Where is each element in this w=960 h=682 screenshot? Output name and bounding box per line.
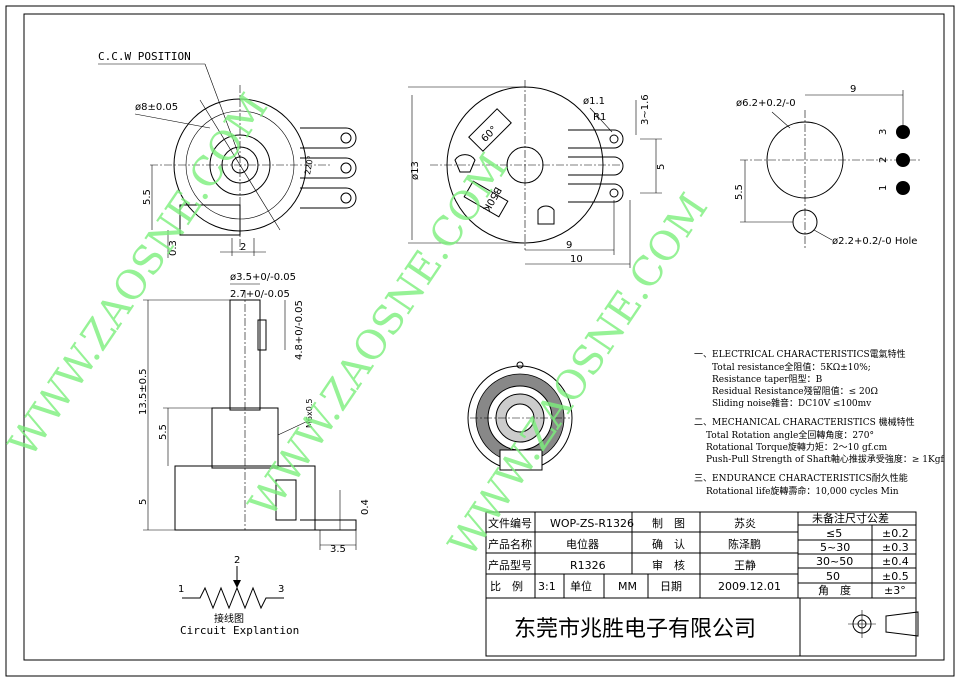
inner-frame — [23, 13, 945, 661]
endurance-title: 三、ENDURANCE CHARACTERISTICS耐久性能 — [694, 472, 908, 484]
pcb-pin-1: 1 — [878, 185, 889, 191]
dim-d2-2: ø2.2+0.2/-0 Hole — [832, 236, 917, 247]
dim-2-7: 2.7+0/-0.05 — [230, 289, 290, 300]
rear-terminals — [568, 129, 624, 203]
endurance-line-1: Rotational life旋轉壽命：10,000 cycles Min — [706, 485, 899, 497]
internal-view — [467, 361, 573, 471]
dim-d1-1: ø1.1 — [583, 96, 605, 107]
electrical-line-1: Total resistance全阻值：5KΩ±10%; — [712, 361, 871, 373]
dim-9b: 9 — [850, 84, 856, 95]
tb-date-value: 2009.12.01 — [718, 580, 781, 593]
tb-unit-value: MM — [618, 580, 637, 593]
tb-r3-c3: 审 核 — [652, 558, 685, 572]
tb-r2-c2: 电位器 — [566, 537, 599, 551]
company-name: 东莞市兆胜电子有限公司 — [514, 617, 756, 642]
dim-d13: ø13 — [410, 161, 421, 180]
tb-r2-c3: 确 认 — [652, 538, 685, 551]
electrical-title: 一、ELECTRICAL CHARACTERISTICS電氣特性 — [694, 348, 906, 360]
watermark-2: WWW.ZAOSNE.COM — [240, 146, 517, 526]
circuit-pin-1: 1 — [178, 584, 184, 595]
dim-0-3: 0.3 — [168, 240, 179, 256]
front-view: C.C.W POSITION 220° ø8±0.05 5.5 0.3 2 — [98, 50, 357, 258]
angle-220-label: 220° — [303, 155, 315, 176]
dim-d8: ø8±0.05 — [135, 102, 178, 113]
circuit-pin-3: 3 — [278, 584, 284, 595]
tol-r5-range: 角 度 — [818, 583, 851, 597]
tb-r1-c2: WOP-ZS-R1326 — [550, 517, 634, 530]
pcb-hole-2 — [896, 153, 910, 167]
pcb-pin-3: 3 — [878, 129, 889, 135]
dim-5-5c: 5.5 — [158, 424, 169, 440]
dim-13-5: 13.5±0.5 — [138, 368, 149, 415]
outer-frame — [5, 5, 955, 677]
side-view: ø3.5+0/-0.05 2.7+0/-0.05 4.8+0/-0.05 13.… — [138, 272, 371, 555]
tb-scale-value: 3:1 — [538, 580, 556, 593]
circuit-diagram: 1 2 3 接线图 Circuit Explantion — [178, 555, 299, 637]
dim-r1: R1 — [593, 112, 606, 123]
pcb-layout: 3 2 1 9 ø6.2+0.2/-0 5.5 ø2.2+0.2/-0 Hole — [734, 84, 920, 250]
pcb-pin-2: 2 — [878, 157, 889, 163]
dim-0-4: 0.4 — [360, 499, 371, 515]
tb-date-label: 日期 — [660, 580, 682, 593]
electrical-line-3: Residual Resistance殘留阻值：≤ 20Ω — [712, 385, 878, 397]
tb-r1-c4: 苏炎 — [734, 517, 756, 530]
dim-10: 10 — [570, 254, 583, 265]
electrical-line-4: Sliding noise雜音：DC10V ≤100mv — [712, 397, 872, 409]
dim-d6-2: ø6.2+0.2/-0 — [736, 98, 796, 109]
angle-60-label: 60° — [480, 124, 500, 144]
tb-unit-label: 单位 — [570, 579, 592, 593]
electrical-line-2: Resistance taper阻型：B — [712, 374, 823, 385]
specifications: 一、ELECTRICAL CHARACTERISTICS電氣特性 Total r… — [694, 348, 945, 497]
front-terminals — [300, 127, 357, 209]
dim-3-1-6: 3~1.6 — [640, 94, 651, 125]
dim-5b: 5 — [138, 499, 149, 505]
tb-r2-c4: 陈泽鹏 — [728, 537, 761, 551]
tb-r1-c3: 制 图 — [652, 517, 685, 530]
tol-r4-range: 50 — [826, 570, 840, 583]
mechanical-line-3: Push-Pull Strength of Shaft軸心推拔承受強度：≥ 1K… — [706, 453, 945, 465]
tol-r4-value: ±0.5 — [882, 570, 909, 583]
tb-r1-c1: 文件编号 — [488, 516, 532, 530]
dim-m6: M6x0.5 — [305, 399, 314, 428]
circuit-label-cn: 接线图 — [214, 612, 244, 625]
tol-r1-value: ±0.2 — [882, 527, 909, 540]
tb-r2-c1: 产品名称 — [488, 537, 532, 551]
tb-r3-c1: 产品型号 — [488, 558, 532, 572]
circuit-label-en: Circuit Explantion — [180, 624, 299, 637]
title-block: 文件编号 WOP-ZS-R1326 制 图 苏炎 产品名称 电位器 确 认 陈泽… — [485, 511, 801, 657]
dim-2: 2 — [240, 242, 246, 253]
pcb-hole-1 — [896, 181, 910, 195]
dim-3-5: 3.5 — [330, 544, 346, 555]
mechanical-title: 二、MECHANICAL CHARACTERISTICS 機械特性 — [694, 416, 915, 428]
dim-5-5b: 5.5 — [734, 184, 745, 200]
dim-5: 5 — [656, 164, 667, 170]
ccw-position-label: C.C.W POSITION — [98, 50, 191, 63]
pcb-hole-3 — [896, 125, 910, 139]
dim-5-5a: 5.5 — [142, 189, 153, 205]
tol-r2-value: ±0.3 — [882, 541, 909, 554]
tol-r1-range: ≤5 — [826, 527, 842, 540]
tb-r3-c2: R1326 — [570, 559, 606, 572]
dim-4-8: 4.8+0/-0.05 — [294, 300, 305, 360]
watermark-3: WWW.ZAOSNE.COM — [440, 186, 717, 566]
tol-r5-value: ±3° — [884, 584, 906, 597]
dim-9: 9 — [566, 240, 572, 251]
tol-r2-range: 5~30 — [820, 541, 850, 554]
tol-r3-value: ±0.4 — [882, 555, 909, 568]
dim-d3-5s: ø3.5+0/-0.05 — [230, 272, 296, 283]
tb-scale-label: 比 例 — [490, 579, 523, 593]
mechanical-line-1: Total Rotation angle全回轉角度：270° — [706, 429, 874, 441]
circuit-pin-2: 2 — [234, 555, 240, 566]
tb-r3-c4: 王静 — [734, 558, 756, 572]
tolerance-table: 未备注尺寸公差 ≤5 ±0.2 5~30 ±0.3 30~50 ±0.4 50 … — [797, 511, 917, 599]
projection-symbol — [799, 597, 919, 657]
tolerance-title: 未备注尺寸公差 — [812, 511, 889, 525]
tol-r3-range: 30~50 — [816, 555, 853, 568]
mechanical-line-2: Rotational Torque旋轉力矩：2～10 gf.cm — [706, 441, 888, 453]
